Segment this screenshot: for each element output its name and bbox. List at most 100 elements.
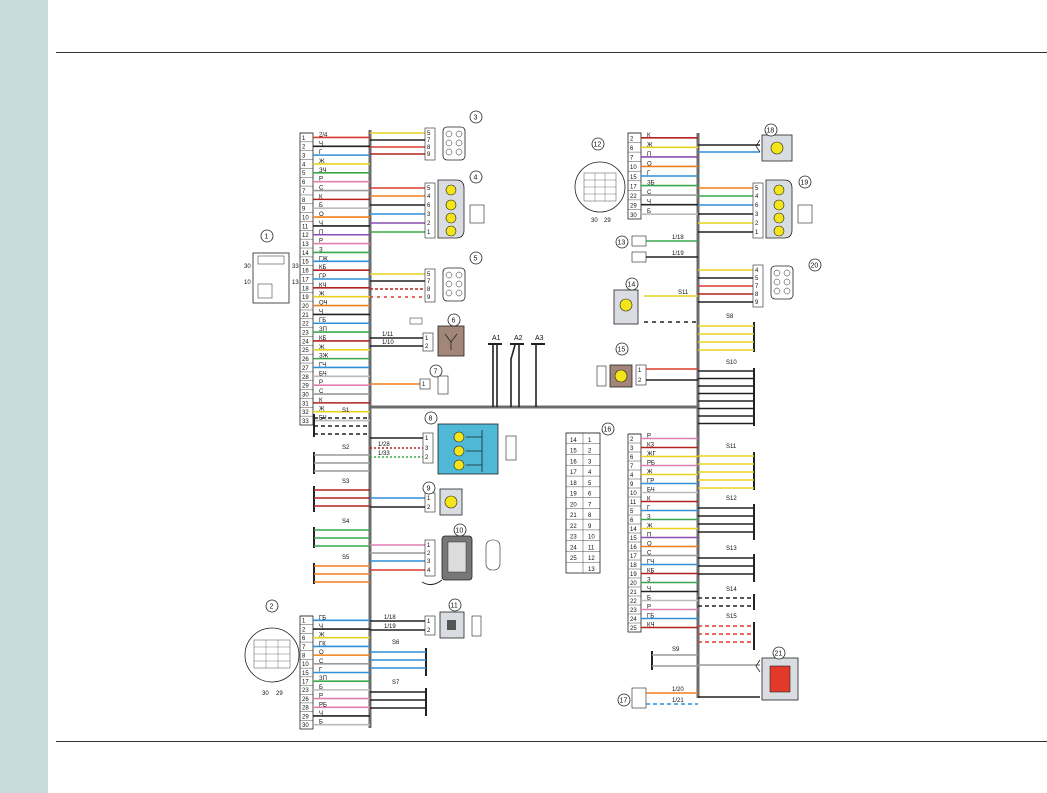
wire-color-code: Б <box>647 209 651 215</box>
wire-label-1-28: 1/28 <box>378 442 390 448</box>
wire-color-code: Г <box>647 171 651 177</box>
pin-number: 4 <box>302 162 306 168</box>
c10-pin2: 2 <box>427 551 431 557</box>
c10-pin1: 1 <box>427 543 431 549</box>
pin-number: 28 <box>302 706 309 712</box>
lamp-icon <box>770 141 784 155</box>
ground-a3: A3 <box>535 335 544 342</box>
pin-number: 30 <box>630 213 637 219</box>
pin-number: 9 <box>630 482 634 488</box>
c9-pin1: 1 <box>427 496 431 502</box>
splice-group-left: S1 S2 S3 S4 S5 S6 S7 <box>313 408 427 716</box>
callout-16: 16 <box>604 427 612 434</box>
wire-color-code: П <box>647 152 651 158</box>
pin-number: 18 <box>302 286 309 292</box>
pin-number: 2 <box>302 145 306 151</box>
c4-pin5: 5 <box>427 186 431 192</box>
pin-number: 11 <box>630 500 637 506</box>
wire-color-code: С <box>647 551 652 557</box>
pin-number: 7 <box>630 156 634 162</box>
pin-number: 17 <box>630 184 637 190</box>
pin-number: 15 <box>302 671 309 677</box>
conn12-30: 30 <box>591 218 598 224</box>
module-21 <box>698 657 799 701</box>
module-15: 1 2 <box>596 364 698 388</box>
pin-number: 17 <box>302 680 309 686</box>
pin-number: 23 <box>302 331 309 337</box>
connector-2: 30 29 <box>244 627 300 697</box>
pin-number: 25 <box>630 626 637 632</box>
relay-8: 1/28 1/33 1 3 2 <box>370 423 517 475</box>
pin-number: 6 <box>302 636 306 642</box>
pin-number: 10 <box>302 215 309 221</box>
pin-number: 17 <box>570 470 577 476</box>
c19-pin4: 4 <box>755 194 759 200</box>
wire-color-code: О <box>319 650 324 656</box>
c20-pin8: 8 <box>755 292 759 298</box>
wire-label-1-19: 1/19 <box>384 624 396 630</box>
wire-color-code: Г <box>319 668 323 674</box>
wire-color-code: С <box>319 659 324 665</box>
pin-number: 18 <box>630 563 637 569</box>
c5-pin9: 9 <box>427 295 431 301</box>
wire-color-code: Ч <box>319 309 323 315</box>
pin-number: 10 <box>630 491 637 497</box>
wire-color-code: Ж <box>319 407 325 413</box>
pin-number: 22 <box>630 599 637 605</box>
splice-s9: S9 <box>672 647 680 653</box>
lamp-icon <box>445 199 457 211</box>
pin-number: 7 <box>302 645 306 651</box>
pin-number: 30 <box>302 392 309 398</box>
splice-s5: S5 <box>342 555 350 561</box>
c5-pin7: 7 <box>427 279 431 285</box>
pin-number: 8 <box>588 513 592 519</box>
pin-number: 30 <box>302 723 309 729</box>
wire-color-code: Ж <box>319 292 325 298</box>
lamp-18 <box>698 134 793 162</box>
pin-number: 6 <box>302 180 306 186</box>
left-margin-strip <box>0 0 48 793</box>
connector-12: 30 29 <box>574 161 626 224</box>
callout-1: 1 <box>265 234 269 241</box>
pin-number: 13 <box>588 567 595 573</box>
wire-color-code: ЖГ <box>647 452 657 458</box>
callout-8: 8 <box>429 416 433 423</box>
wire-label-1-21: 1/21 <box>672 698 684 704</box>
callout-20: 20 <box>811 263 819 270</box>
pin-number: 5 <box>588 481 592 487</box>
pin-number: 2 <box>588 449 592 455</box>
wire-color-code: ГК <box>319 641 326 647</box>
pin-number: 29 <box>630 203 637 209</box>
conn2-30: 30 <box>262 691 269 697</box>
pin-number: 17 <box>302 277 309 283</box>
pin-number: 3 <box>302 154 306 160</box>
pin-number: 22 <box>570 524 577 530</box>
c4-pin2: 2 <box>427 221 431 227</box>
pin-number: 3 <box>588 459 592 465</box>
lamp-icon <box>453 431 465 443</box>
wire-color-code: З <box>647 578 651 584</box>
wire-color-code: О <box>647 542 652 548</box>
lamp-icon <box>773 199 785 211</box>
c3-pin8: 8 <box>427 145 431 151</box>
c5-pin8: 8 <box>427 287 431 293</box>
wire-color-code: Г <box>319 150 323 156</box>
wire-color-code: Ч <box>319 711 323 717</box>
wire-color-code: Б <box>647 596 651 602</box>
pin-number: 12 <box>588 556 595 562</box>
pin-number: 6 <box>630 146 634 152</box>
c20-pin7: 7 <box>755 284 759 290</box>
wire-color-code: 2/4 <box>319 132 328 138</box>
pin-number: 7 <box>302 189 306 195</box>
callout-9: 9 <box>427 486 431 493</box>
pin-number: 31 <box>302 401 309 407</box>
wire-color-code: РБ <box>647 461 655 467</box>
wire-label-1-19b: 1/19 <box>672 251 684 257</box>
callout-4: 4 <box>474 175 478 182</box>
c6-pin2: 2 <box>425 344 429 350</box>
pin-number: 9 <box>588 524 592 530</box>
pin-number: 32 <box>302 410 309 416</box>
wire-color-code: Ч <box>647 200 651 206</box>
lamp-icon <box>445 212 457 224</box>
